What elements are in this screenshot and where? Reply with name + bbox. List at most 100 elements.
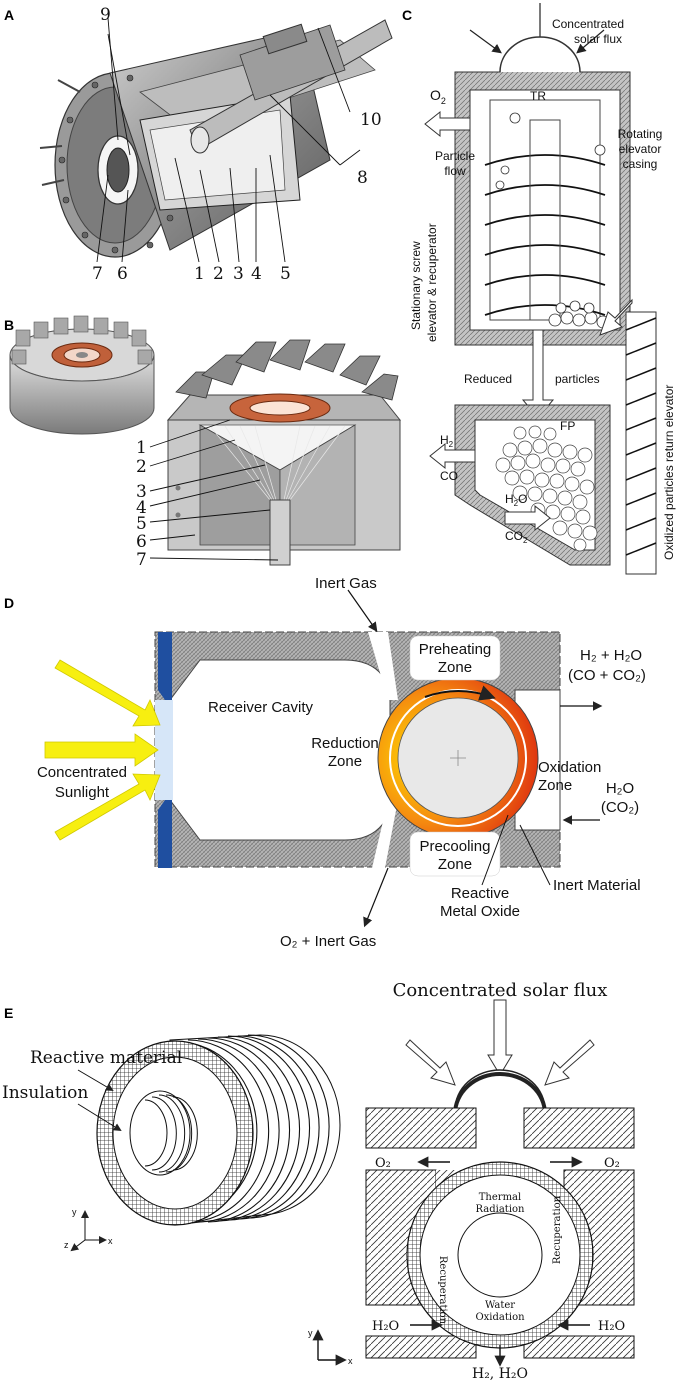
label-h2o-d2: (CO₂) bbox=[601, 799, 639, 816]
callout-b1: 1 bbox=[136, 438, 147, 458]
callout-7: 7 bbox=[92, 264, 103, 284]
label-h2o-right-e: H₂O bbox=[598, 1319, 625, 1334]
label-water-2: Oxidation bbox=[475, 1312, 525, 1323]
label-rotating-1: Rotating bbox=[618, 127, 663, 141]
label-h2-c: H2 bbox=[440, 433, 454, 449]
label-precooling-1: Precooling bbox=[420, 838, 491, 855]
label-h2-h2o-d1: H₂ + H₂O bbox=[580, 647, 642, 664]
label-h2-h2o-e: H₂, H₂O bbox=[472, 1366, 528, 1382]
label-reduction-1: Reduction bbox=[311, 735, 379, 752]
axis-z-left: z bbox=[64, 1240, 69, 1250]
label-o2-c: O2 bbox=[430, 87, 446, 106]
gas-arrows-d bbox=[347, 589, 603, 928]
panel-letter-a: A bbox=[4, 7, 14, 23]
leader-lines-e bbox=[77, 1069, 122, 1132]
callout-b3: 3 bbox=[136, 482, 147, 502]
label-concentrated-solar-flux-e: Concentrated solar flux bbox=[393, 980, 608, 1001]
callout-4: 4 bbox=[251, 264, 262, 284]
leader-lines-d bbox=[481, 814, 551, 886]
callout-3: 3 bbox=[233, 264, 244, 284]
panel-letter-d: D bbox=[4, 595, 14, 611]
callout-numbers-b: 1 2 3 4 5 6 7 bbox=[136, 438, 147, 570]
callout-b5: 5 bbox=[136, 514, 147, 534]
label-particle-1: Particle bbox=[435, 149, 475, 163]
label-inert-material: Inert Material bbox=[553, 877, 641, 894]
axis-y-right: y bbox=[308, 1328, 313, 1338]
callout-b2: 2 bbox=[136, 457, 147, 477]
label-reactive-2: Metal Oxide bbox=[440, 903, 520, 920]
callout-9: 9 bbox=[100, 5, 111, 25]
reactive-cylinder bbox=[70, 1034, 341, 1252]
label-o2-inert: O₂ + Inert Gas bbox=[280, 933, 376, 950]
panel-b: B bbox=[4, 315, 402, 570]
label-rotating-2: elevator bbox=[619, 142, 662, 156]
reactor-e-section bbox=[312, 999, 635, 1367]
label-concentrated-d1: Concentrated bbox=[37, 764, 127, 781]
label-inert-gas: Inert Gas bbox=[315, 575, 377, 592]
label-recuperation-right: Recuperation bbox=[552, 1195, 563, 1264]
reactor-a-drawing bbox=[39, 19, 393, 258]
panel-letter-b: B bbox=[4, 317, 14, 333]
label-oxidation-1: Oxidation bbox=[538, 759, 601, 776]
label-h2o-left-e: H₂O bbox=[372, 1319, 399, 1334]
label-stationary-2: elevator & recuperator bbox=[425, 223, 439, 342]
panel-letter-c: C bbox=[402, 7, 412, 23]
leader-lines-b bbox=[149, 419, 279, 561]
label-reactive-material: Reactive material bbox=[30, 1048, 182, 1068]
label-oxidized-elevator: Oxidized particles return elevator bbox=[662, 385, 676, 560]
panel-a: A bbox=[4, 5, 393, 284]
sunlight-arrows bbox=[44, 659, 161, 841]
leader-lines-a bbox=[96, 17, 361, 263]
axis-x-right: x bbox=[348, 1356, 353, 1366]
screw-elevator bbox=[484, 154, 606, 316]
label-h2o-c: H2O bbox=[505, 492, 527, 508]
label-stationary-1: Stationary screw bbox=[409, 241, 423, 330]
callout-10: 10 bbox=[360, 110, 382, 130]
label-co-c: CO bbox=[440, 469, 458, 483]
label-thermal-1: Thermal bbox=[479, 1192, 521, 1203]
callout-b4: 4 bbox=[136, 498, 147, 518]
label-h2-h2o-d2: (CO + CO₂) bbox=[568, 667, 646, 684]
label-reactive-1: Reactive bbox=[451, 885, 509, 902]
label-thermal-2: Radiation bbox=[476, 1204, 526, 1215]
panel-c: C bbox=[402, 3, 676, 575]
label-concentrated-d2: Sunlight bbox=[55, 784, 110, 801]
label-co2-c: CO2 bbox=[505, 529, 528, 545]
callout-6: 6 bbox=[117, 264, 128, 284]
label-fp: FP bbox=[560, 419, 575, 433]
callout-b7: 7 bbox=[136, 550, 147, 570]
label-precooling-2: Zone bbox=[438, 856, 472, 873]
label-particle-2: flow bbox=[444, 164, 466, 178]
return-elevator bbox=[625, 311, 657, 575]
callout-5: 5 bbox=[280, 264, 291, 284]
callout-8: 8 bbox=[357, 168, 368, 188]
panel-d: D bbox=[4, 575, 653, 950]
label-reduction-2: Zone bbox=[328, 753, 362, 770]
reactor-b-cutaway bbox=[166, 339, 402, 566]
label-insulation: Insulation bbox=[2, 1083, 88, 1103]
label-preheating-1: Preheating bbox=[419, 641, 492, 658]
label-receiver-cavity: Receiver Cavity bbox=[208, 699, 314, 716]
axis-x-left: x bbox=[108, 1236, 113, 1246]
reactor-b-overview bbox=[9, 315, 155, 435]
label-preheating-2: Zone bbox=[438, 659, 472, 676]
panel-letter-e: E bbox=[4, 1005, 13, 1021]
label-rotating-3: casing bbox=[623, 157, 658, 171]
label-recuperation-left: Recuperation bbox=[437, 1256, 448, 1325]
label-water-1: Water bbox=[485, 1300, 515, 1311]
callout-b6: 6 bbox=[136, 532, 147, 552]
label-o2-left-e: O₂ bbox=[375, 1156, 391, 1171]
label-concentrated-c1: Concentrated bbox=[552, 17, 624, 31]
label-oxidation-2: Zone bbox=[538, 777, 572, 794]
callout-2: 2 bbox=[213, 264, 224, 284]
label-concentrated-c2: solar flux bbox=[574, 32, 622, 46]
label-particles: particles bbox=[555, 372, 600, 386]
label-h2o-d1: H₂O bbox=[606, 780, 634, 797]
callout-1: 1 bbox=[194, 264, 205, 284]
panel-e: E bbox=[2, 980, 635, 1382]
label-reduced: Reduced bbox=[464, 372, 512, 386]
label-o2-right-e: O₂ bbox=[604, 1156, 620, 1171]
axis-y-left: y bbox=[72, 1207, 77, 1217]
label-tr: TR bbox=[530, 89, 546, 103]
